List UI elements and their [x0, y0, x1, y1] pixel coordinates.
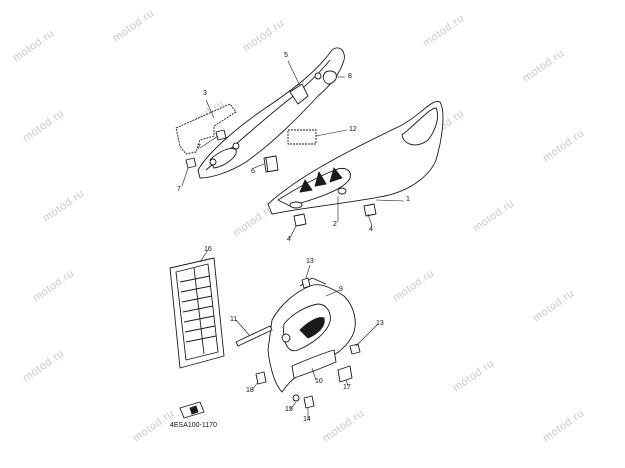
- callout-4: 4: [287, 236, 291, 243]
- callout-10: 10: [315, 378, 323, 385]
- callout-3: 3: [203, 90, 207, 97]
- callout-6: 6: [251, 168, 255, 175]
- callout-12: 12: [349, 126, 357, 133]
- callout-13: 13: [306, 258, 314, 265]
- callout-11: 11: [230, 316, 238, 323]
- side-cover-part-5: [197, 47, 345, 179]
- callout-2: 2: [333, 221, 337, 228]
- callout-4: 4: [369, 226, 373, 233]
- collar-part-18: [255, 371, 267, 385]
- radiator-guard-part-16: [169, 257, 225, 369]
- band-part-11: [235, 325, 273, 347]
- callout-1: 1: [406, 196, 410, 203]
- callout-18: 18: [246, 387, 254, 394]
- collar-part-17: [337, 365, 353, 383]
- plate-part-10: [291, 349, 337, 379]
- callout-9: 9: [339, 286, 343, 293]
- bolt-part-13: [349, 343, 361, 355]
- callout-7: 7: [177, 186, 181, 193]
- bolt-part-13: [301, 277, 311, 289]
- leader-lines: [181, 60, 405, 418]
- callout-8: 8: [348, 73, 352, 80]
- bolt-part-7: [185, 129, 227, 169]
- side-cover-part-1: [267, 101, 444, 215]
- washer-part-15: [292, 394, 300, 402]
- callout-14: 14: [303, 416, 311, 423]
- bolt-part-14: [303, 395, 315, 409]
- callout-15: 15: [285, 406, 293, 413]
- grommet-part-8: [322, 70, 337, 85]
- label-part-12: [287, 129, 317, 145]
- callout-13: 13: [376, 320, 384, 327]
- callout-17: 17: [343, 384, 351, 391]
- reference-code: 4ESA100-1170: [170, 422, 217, 429]
- callout-5: 5: [284, 52, 288, 59]
- bolt-part-4: [293, 203, 377, 227]
- radiator-shroud-part-9: [267, 277, 356, 393]
- callout-16: 16: [204, 246, 212, 253]
- sticker-part-3: [175, 103, 237, 155]
- callout-7: 7: [197, 144, 201, 151]
